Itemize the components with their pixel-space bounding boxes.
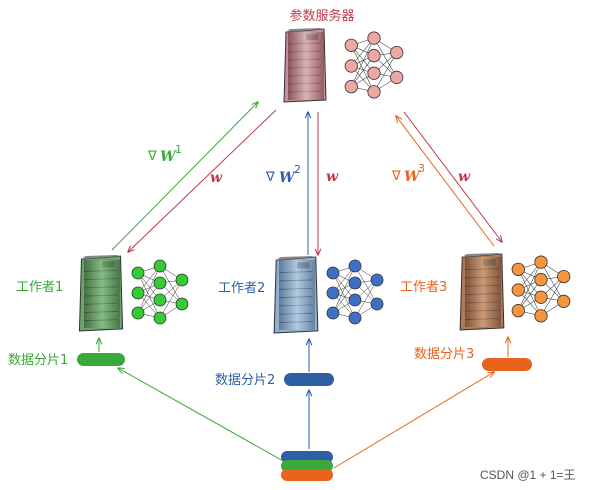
weight-arrow-worker1 <box>128 109 277 252</box>
shard1-label: 数据分片1 <box>8 353 68 368</box>
data-disk-icon <box>77 338 125 366</box>
server-title: 参数服务器 <box>289 8 354 24</box>
data-disk-icon <box>284 339 334 386</box>
svg-text:∇: ∇ <box>391 169 401 184</box>
svg-text:W: W <box>404 169 421 185</box>
gradient-label-worker3: ∇ W 3 <box>391 162 425 185</box>
weight-label-worker2: w <box>326 169 339 185</box>
weight-arrow-worker3 <box>403 111 502 242</box>
shard2-label: 数据分片2 <box>215 373 275 388</box>
svg-text:3: 3 <box>418 162 425 175</box>
svg-text:W: W <box>160 149 177 165</box>
watermark: CSDN @1 + 1=王 <box>480 468 576 482</box>
gradient-arrow-worker1 <box>111 102 258 251</box>
svg-text:W: W <box>279 170 296 186</box>
neural-network-icon <box>326 259 384 325</box>
weight-label-worker1: w <box>210 170 223 186</box>
server-icon <box>273 256 319 334</box>
neural-network-icon <box>344 31 404 99</box>
gradient-label-worker2: ∇ W 2 <box>265 163 301 186</box>
svg-text:1: 1 <box>175 143 182 156</box>
split-arrow-shard1 <box>118 368 286 463</box>
split-arrow-shard3 <box>333 372 494 469</box>
svg-text:2: 2 <box>294 163 301 176</box>
worker1-label: 工作者1 <box>16 280 63 295</box>
dataset-stack <box>281 451 333 481</box>
server-icon <box>78 255 124 332</box>
gradient-label-worker1: ∇ W 1 <box>147 143 182 165</box>
server-icon <box>283 28 327 103</box>
svg-text:∇: ∇ <box>147 149 157 164</box>
worker3-label: 工作者3 <box>400 280 447 295</box>
gradient-arrow-worker3 <box>396 116 495 247</box>
neural-network-icon <box>511 255 571 323</box>
data-disk-icon <box>482 337 532 371</box>
weight-label-worker3: w <box>458 169 471 185</box>
neural-network-icon <box>131 259 189 325</box>
server-icon <box>459 253 505 331</box>
svg-text:∇: ∇ <box>265 170 275 185</box>
shard3-label: 数据分片3 <box>414 347 474 362</box>
worker2-label: 工作者2 <box>218 281 265 296</box>
